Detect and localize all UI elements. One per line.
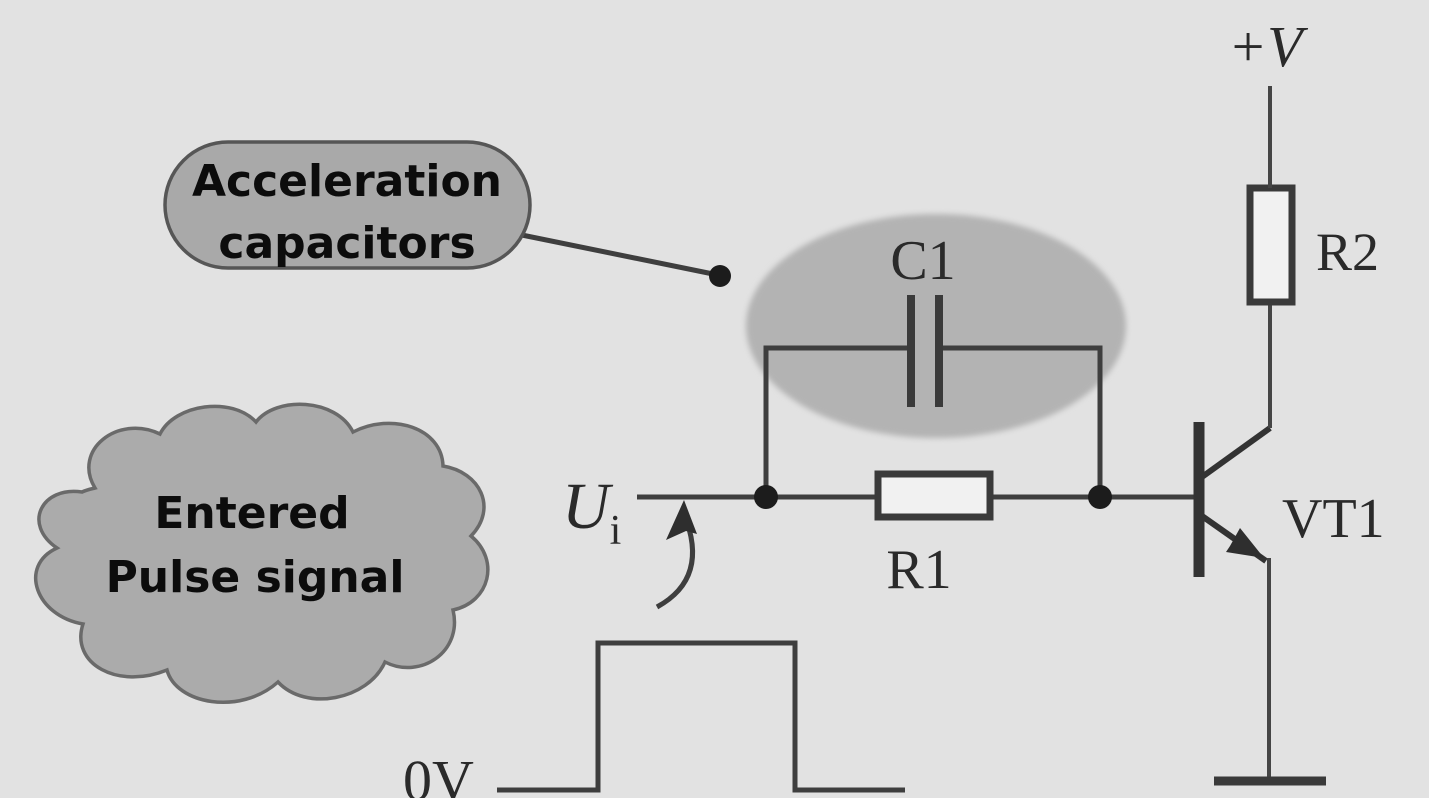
input-arrow-head	[666, 500, 697, 540]
resistor-r2-body	[1246, 184, 1296, 306]
transistor-emitter-arrow	[1226, 528, 1264, 558]
cloud-text-line2: Pulse signal	[106, 552, 405, 603]
callout-pill	[163, 140, 532, 270]
input-signal-arrow	[655, 500, 697, 610]
zero-volt-label: 0V	[403, 748, 474, 798]
input-signal-cloud: Entered Pulse signal	[34, 402, 490, 704]
callout-text-line2: capacitors	[218, 218, 475, 269]
cloud-text-line1: Entered	[154, 488, 349, 539]
pulse-waveform-trace	[497, 640, 905, 793]
resistor-r1-body	[874, 470, 994, 521]
capacitor-c1: C1	[890, 230, 956, 407]
resistor-r2-label: R2	[1316, 222, 1379, 282]
capacitor-wire-left	[763, 345, 907, 497]
resistor-r1: R1	[874, 470, 994, 601]
pulse-waveform: 0V	[403, 640, 905, 798]
supply-voltage-label: +V	[1228, 14, 1309, 79]
capacitor-branch-wires	[763, 345, 1103, 497]
transistor-vt1-label: VT1	[1282, 488, 1385, 550]
capacitor-wire-right	[943, 345, 1103, 497]
capacitor-c1-label: C1	[890, 230, 955, 292]
junction-dot-left	[754, 485, 778, 509]
transistor-vt1: VT1	[1193, 422, 1385, 577]
transistor-collector-lead	[1200, 425, 1272, 480]
cloud-shape	[34, 402, 490, 704]
input-voltage-symbol: U	[562, 470, 614, 543]
callout-leader-line	[511, 230, 719, 278]
acceleration-callout: Acceleration capacitors	[163, 140, 731, 287]
callout-leader-dot	[709, 265, 731, 287]
ground-branch	[1214, 558, 1326, 786]
resistor-r1-label: R1	[886, 539, 951, 601]
input-voltage-subscript: i	[610, 508, 622, 554]
callout-text-line1: Acceleration	[192, 156, 502, 207]
input-voltage-label: Ui	[562, 470, 621, 554]
resistor-r2: R2	[1246, 184, 1379, 306]
junction-dot-right	[1088, 485, 1112, 509]
supply-rail: +V	[1228, 14, 1309, 188]
